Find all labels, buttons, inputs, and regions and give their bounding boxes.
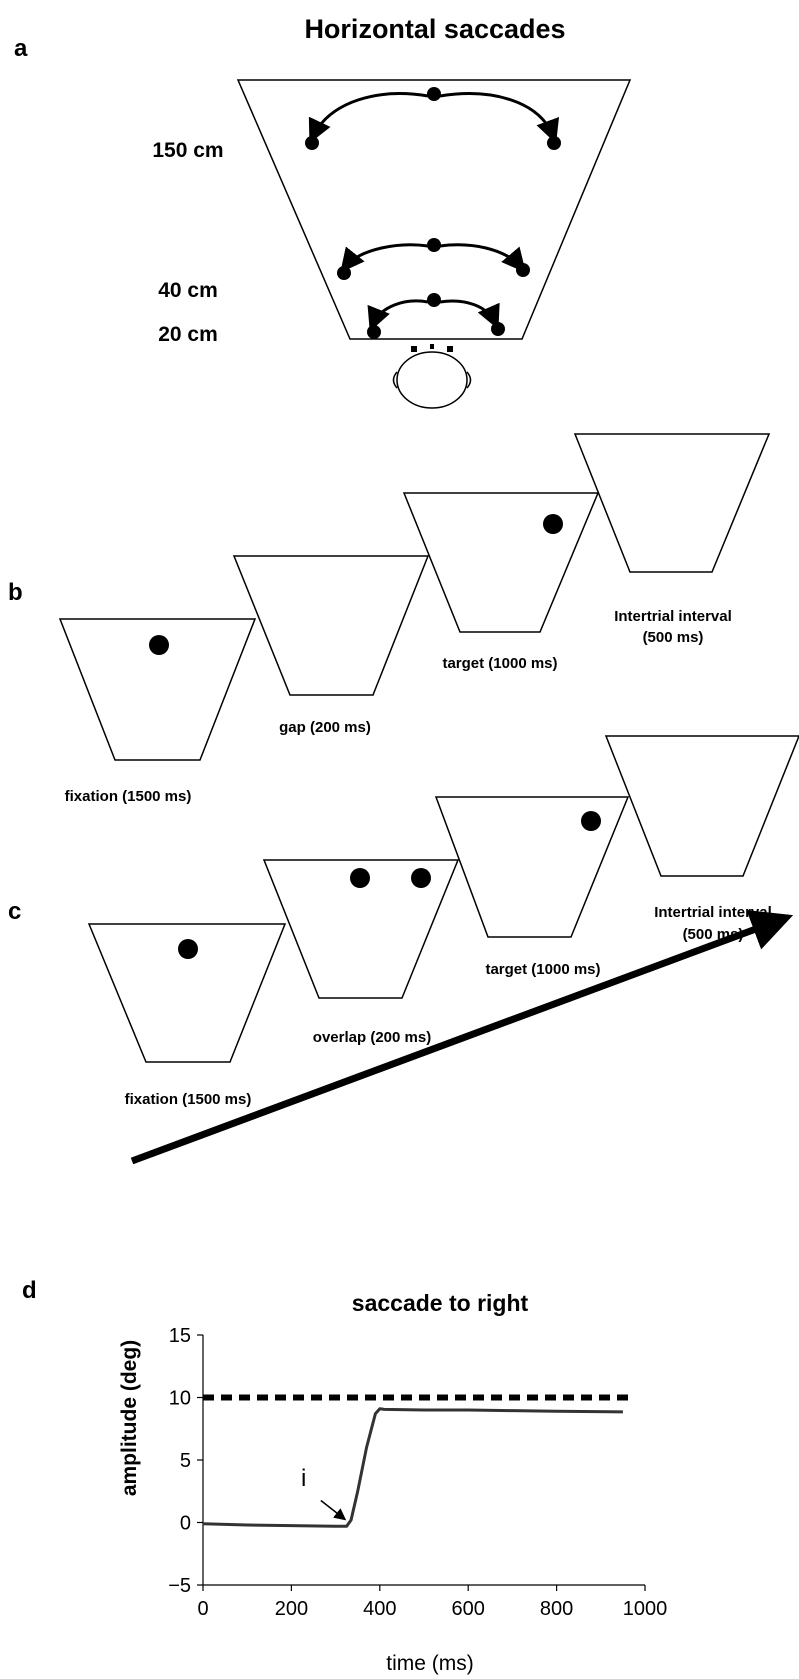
panel-a-diagram xyxy=(236,79,632,409)
step-label-target: target (1000 ms) xyxy=(442,655,557,672)
left-eye-icon xyxy=(411,346,417,352)
saccade-arc-right-20 xyxy=(439,299,500,330)
target-dot-center-40 xyxy=(427,238,441,252)
target-dot-center-20 xyxy=(427,293,441,307)
saccade-arc-left-20 xyxy=(367,299,429,332)
target-dot-right-150 xyxy=(547,136,561,150)
screen-interval xyxy=(604,735,799,877)
figure-title: Horizontal saccades xyxy=(304,14,565,44)
panel-label-a: a xyxy=(14,35,28,62)
overlap-fixation-dot xyxy=(350,868,370,888)
amplitude-chart: 0 200 400 600 800 1000 15 10 5 0 −5 xyxy=(168,1325,667,1620)
screen-interval xyxy=(573,433,771,573)
target-dot-right-20 xyxy=(491,322,505,336)
screen-target xyxy=(402,492,600,633)
interval-label-line2: (500 ms) xyxy=(683,926,744,943)
fixation-dot xyxy=(149,635,169,655)
y-tick-label: 5 xyxy=(180,1450,191,1472)
left-ear-icon xyxy=(392,371,398,389)
screen-target xyxy=(434,796,630,938)
distance-label-150: 150 cm xyxy=(152,139,223,162)
x-tick-label: 200 xyxy=(275,1598,308,1620)
nose-icon xyxy=(430,344,434,349)
y-tick-label: 15 xyxy=(169,1325,191,1347)
step-label-fixation: fixation (1500 ms) xyxy=(65,788,192,805)
onset-annotation: i xyxy=(301,1465,306,1492)
x-tick-label: 0 xyxy=(197,1598,208,1620)
distance-label-40: 40 cm xyxy=(158,279,218,302)
target-dot-right-40 xyxy=(516,263,530,277)
interval-label-line1: Intertrial interval xyxy=(614,608,732,625)
screen-overlap xyxy=(262,859,460,999)
panel-b-sequence xyxy=(58,433,771,761)
screen-gap xyxy=(232,555,430,696)
step-label-fixation: fixation (1500 ms) xyxy=(125,1091,252,1108)
target-dot-left-150 xyxy=(305,136,319,150)
x-axis-label: time (ms) xyxy=(386,1652,474,1675)
time-arrow xyxy=(130,910,794,1165)
target-dot xyxy=(543,514,563,534)
target-dot-left-20 xyxy=(367,325,381,339)
step-label-target: target (1000 ms) xyxy=(485,961,600,978)
chart-title: saccade to right xyxy=(352,1290,529,1316)
y-axis-label: amplitude (deg) xyxy=(118,1340,141,1496)
interval-label-line2: (500 ms) xyxy=(643,629,704,646)
panel-label-c: c xyxy=(8,898,21,925)
y-tick-label: 0 xyxy=(180,1513,191,1535)
screen-fixation xyxy=(58,618,257,761)
distance-label-20: 20 cm xyxy=(158,323,218,346)
y-tick-label: 10 xyxy=(169,1388,191,1410)
step-label-gap: gap (200 ms) xyxy=(279,719,371,736)
y-tick-label: −5 xyxy=(168,1575,191,1597)
eye-position-trace xyxy=(202,1407,623,1528)
step-label-overlap: overlap (200 ms) xyxy=(313,1029,431,1046)
head-icon xyxy=(396,351,468,409)
panel-c-sequence xyxy=(87,735,799,1165)
right-eye-icon xyxy=(447,346,453,352)
fixation-dot xyxy=(178,939,198,959)
screen-fixation xyxy=(87,923,287,1063)
overlap-target-dot xyxy=(411,868,431,888)
onset-arrow xyxy=(320,1499,347,1521)
interval-label-line1: Intertrial interval xyxy=(654,904,772,921)
saccade-arc-left-40 xyxy=(340,243,429,273)
target-dot-left-40 xyxy=(337,266,351,280)
saccade-arc-right-150 xyxy=(439,92,560,144)
x-tick-label: 800 xyxy=(540,1598,573,1620)
panel-label-d: d xyxy=(22,1277,37,1304)
target-dot-center-150 xyxy=(427,87,441,101)
panel-label-b: b xyxy=(8,579,23,606)
saccade-arc-left-150 xyxy=(308,92,429,144)
x-tick-label: 1000 xyxy=(623,1598,668,1620)
saccade-arc-right-40 xyxy=(439,243,526,273)
x-tick-label: 400 xyxy=(363,1598,396,1620)
target-dot xyxy=(581,811,601,831)
viewing-field-trapezoid xyxy=(236,79,632,340)
x-tick-label: 600 xyxy=(452,1598,485,1620)
right-ear-icon xyxy=(466,371,472,389)
